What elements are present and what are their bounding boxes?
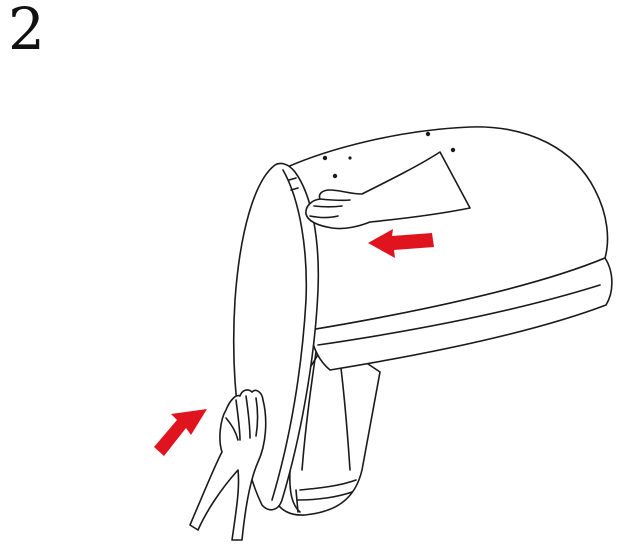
mirror-body bbox=[285, 127, 612, 370]
arrow-up-right-icon bbox=[154, 409, 207, 456]
